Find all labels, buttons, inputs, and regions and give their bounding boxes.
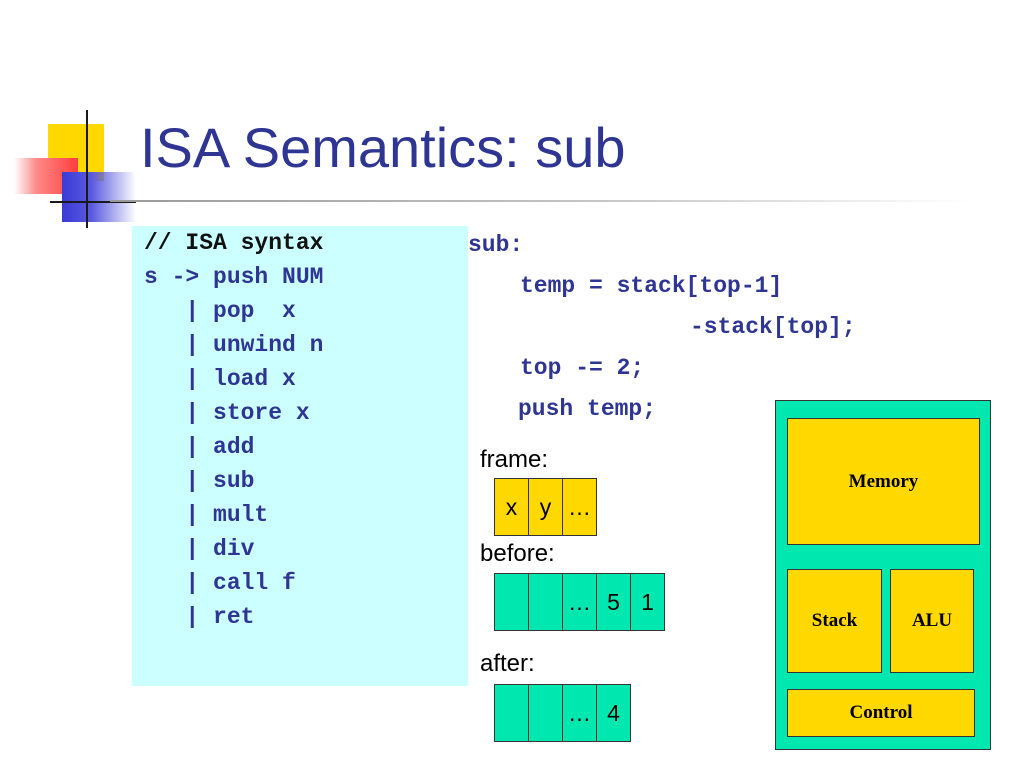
before-cell: … — [562, 573, 597, 631]
frame-cell: … — [562, 478, 597, 536]
before-cell: 5 — [596, 573, 631, 631]
logo-horizontal-line — [50, 201, 136, 203]
after-cell: 4 — [596, 684, 631, 742]
machine-diagram: Memory Stack ALU Control — [775, 400, 991, 750]
frame-cell: y — [528, 478, 563, 536]
syntax-line: | unwind n — [144, 332, 324, 358]
after-cell — [528, 684, 563, 742]
before-label: before: — [480, 540, 555, 567]
syntax-line: | sub — [144, 468, 255, 494]
after-cell — [494, 684, 529, 742]
stack-box: Stack — [787, 569, 882, 673]
semantics-line: temp = stack[top-1] — [520, 273, 783, 299]
semantics-line: -stack[top]; — [690, 314, 856, 340]
syntax-line: | store x — [144, 400, 310, 426]
after-label: after: — [480, 650, 535, 677]
syntax-line: | load x — [144, 366, 296, 392]
syntax-line: | mult — [144, 502, 269, 528]
syntax-line: | ret — [144, 604, 255, 630]
syntax-line: s -> push NUM — [144, 264, 324, 290]
before-cell: 1 — [630, 573, 665, 631]
logo-blue-bar — [62, 172, 136, 222]
logo-vertical-line — [86, 110, 88, 228]
memory-box: Memory — [787, 418, 980, 545]
after-cell: … — [562, 684, 597, 742]
title-underline — [110, 200, 970, 202]
syntax-comment: // ISA syntax — [144, 230, 324, 256]
before-cell — [528, 573, 563, 631]
isa-syntax-box: // ISA syntax s -> push NUM | pop x | un… — [132, 226, 468, 686]
alu-box: ALU — [890, 569, 974, 673]
syntax-line: | add — [144, 434, 255, 460]
syntax-line: | pop x — [144, 298, 296, 324]
before-cell — [494, 573, 529, 631]
frame-cell: x — [494, 478, 529, 536]
syntax-line: | call f — [144, 570, 296, 596]
syntax-line: | div — [144, 536, 255, 562]
semantics-line: top -= 2; — [520, 355, 645, 381]
control-box: Control — [787, 689, 975, 737]
frame-label: frame: — [480, 446, 549, 473]
semantics-heading: sub: — [468, 232, 524, 258]
semantics-line: push temp; — [518, 396, 657, 422]
slide-title: ISA Semantics: sub — [140, 116, 626, 179]
